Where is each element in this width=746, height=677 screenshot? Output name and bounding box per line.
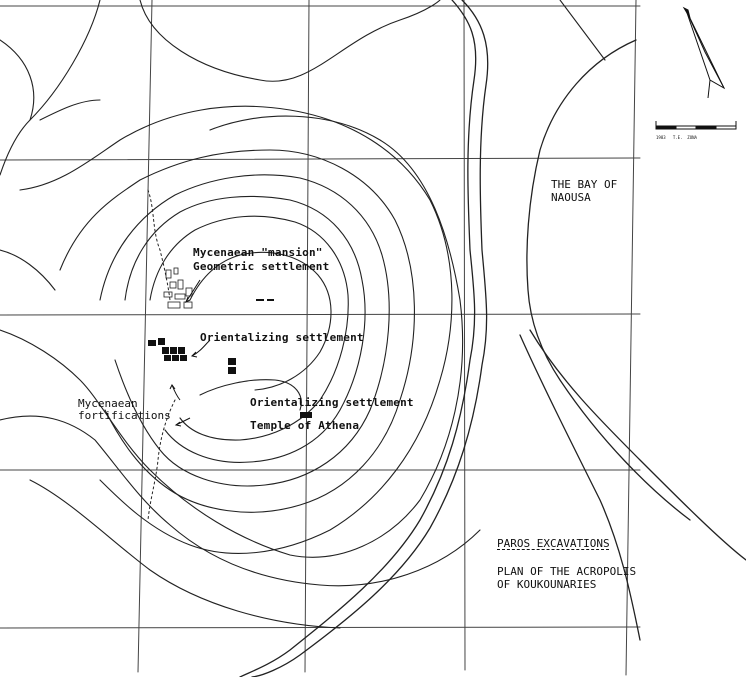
contour-lines (0, 0, 606, 629)
bay-label-line2: NAOUSA (551, 191, 591, 204)
map-subtitle-line1: PLAN OF THE ACROPOLIS (497, 565, 637, 578)
coastline (239, 0, 746, 677)
map-subtitle-line2: OF KOUKOUNARIES (497, 578, 597, 591)
north-arrow (682, 6, 726, 99)
fortifications-label-line2: fortifications (78, 409, 171, 422)
orientalizing-buildings (148, 338, 312, 418)
mansion-label-line1: Mycenaean "mansion" (193, 246, 323, 259)
orientalizing-label-2: Orientalizing settlement (250, 396, 414, 409)
scale-caption: 1983 T.E. ZONA (656, 135, 697, 140)
map-grid (0, 0, 641, 676)
footpaths (147, 189, 176, 521)
temple-label: Temple of Athena (250, 419, 360, 432)
fortifications-label-line1: Mycenaean (78, 397, 138, 410)
bay-label-line1: THE BAY OF (551, 178, 618, 191)
orientalizing-label-1: Orientalizing settlement (200, 331, 364, 344)
leader-arrows (169, 279, 211, 427)
scale-bar (655, 121, 737, 130)
mansion-label-line2: Geometric settlement (193, 260, 330, 273)
map-title: PAROS EXCAVATIONS (497, 537, 610, 550)
